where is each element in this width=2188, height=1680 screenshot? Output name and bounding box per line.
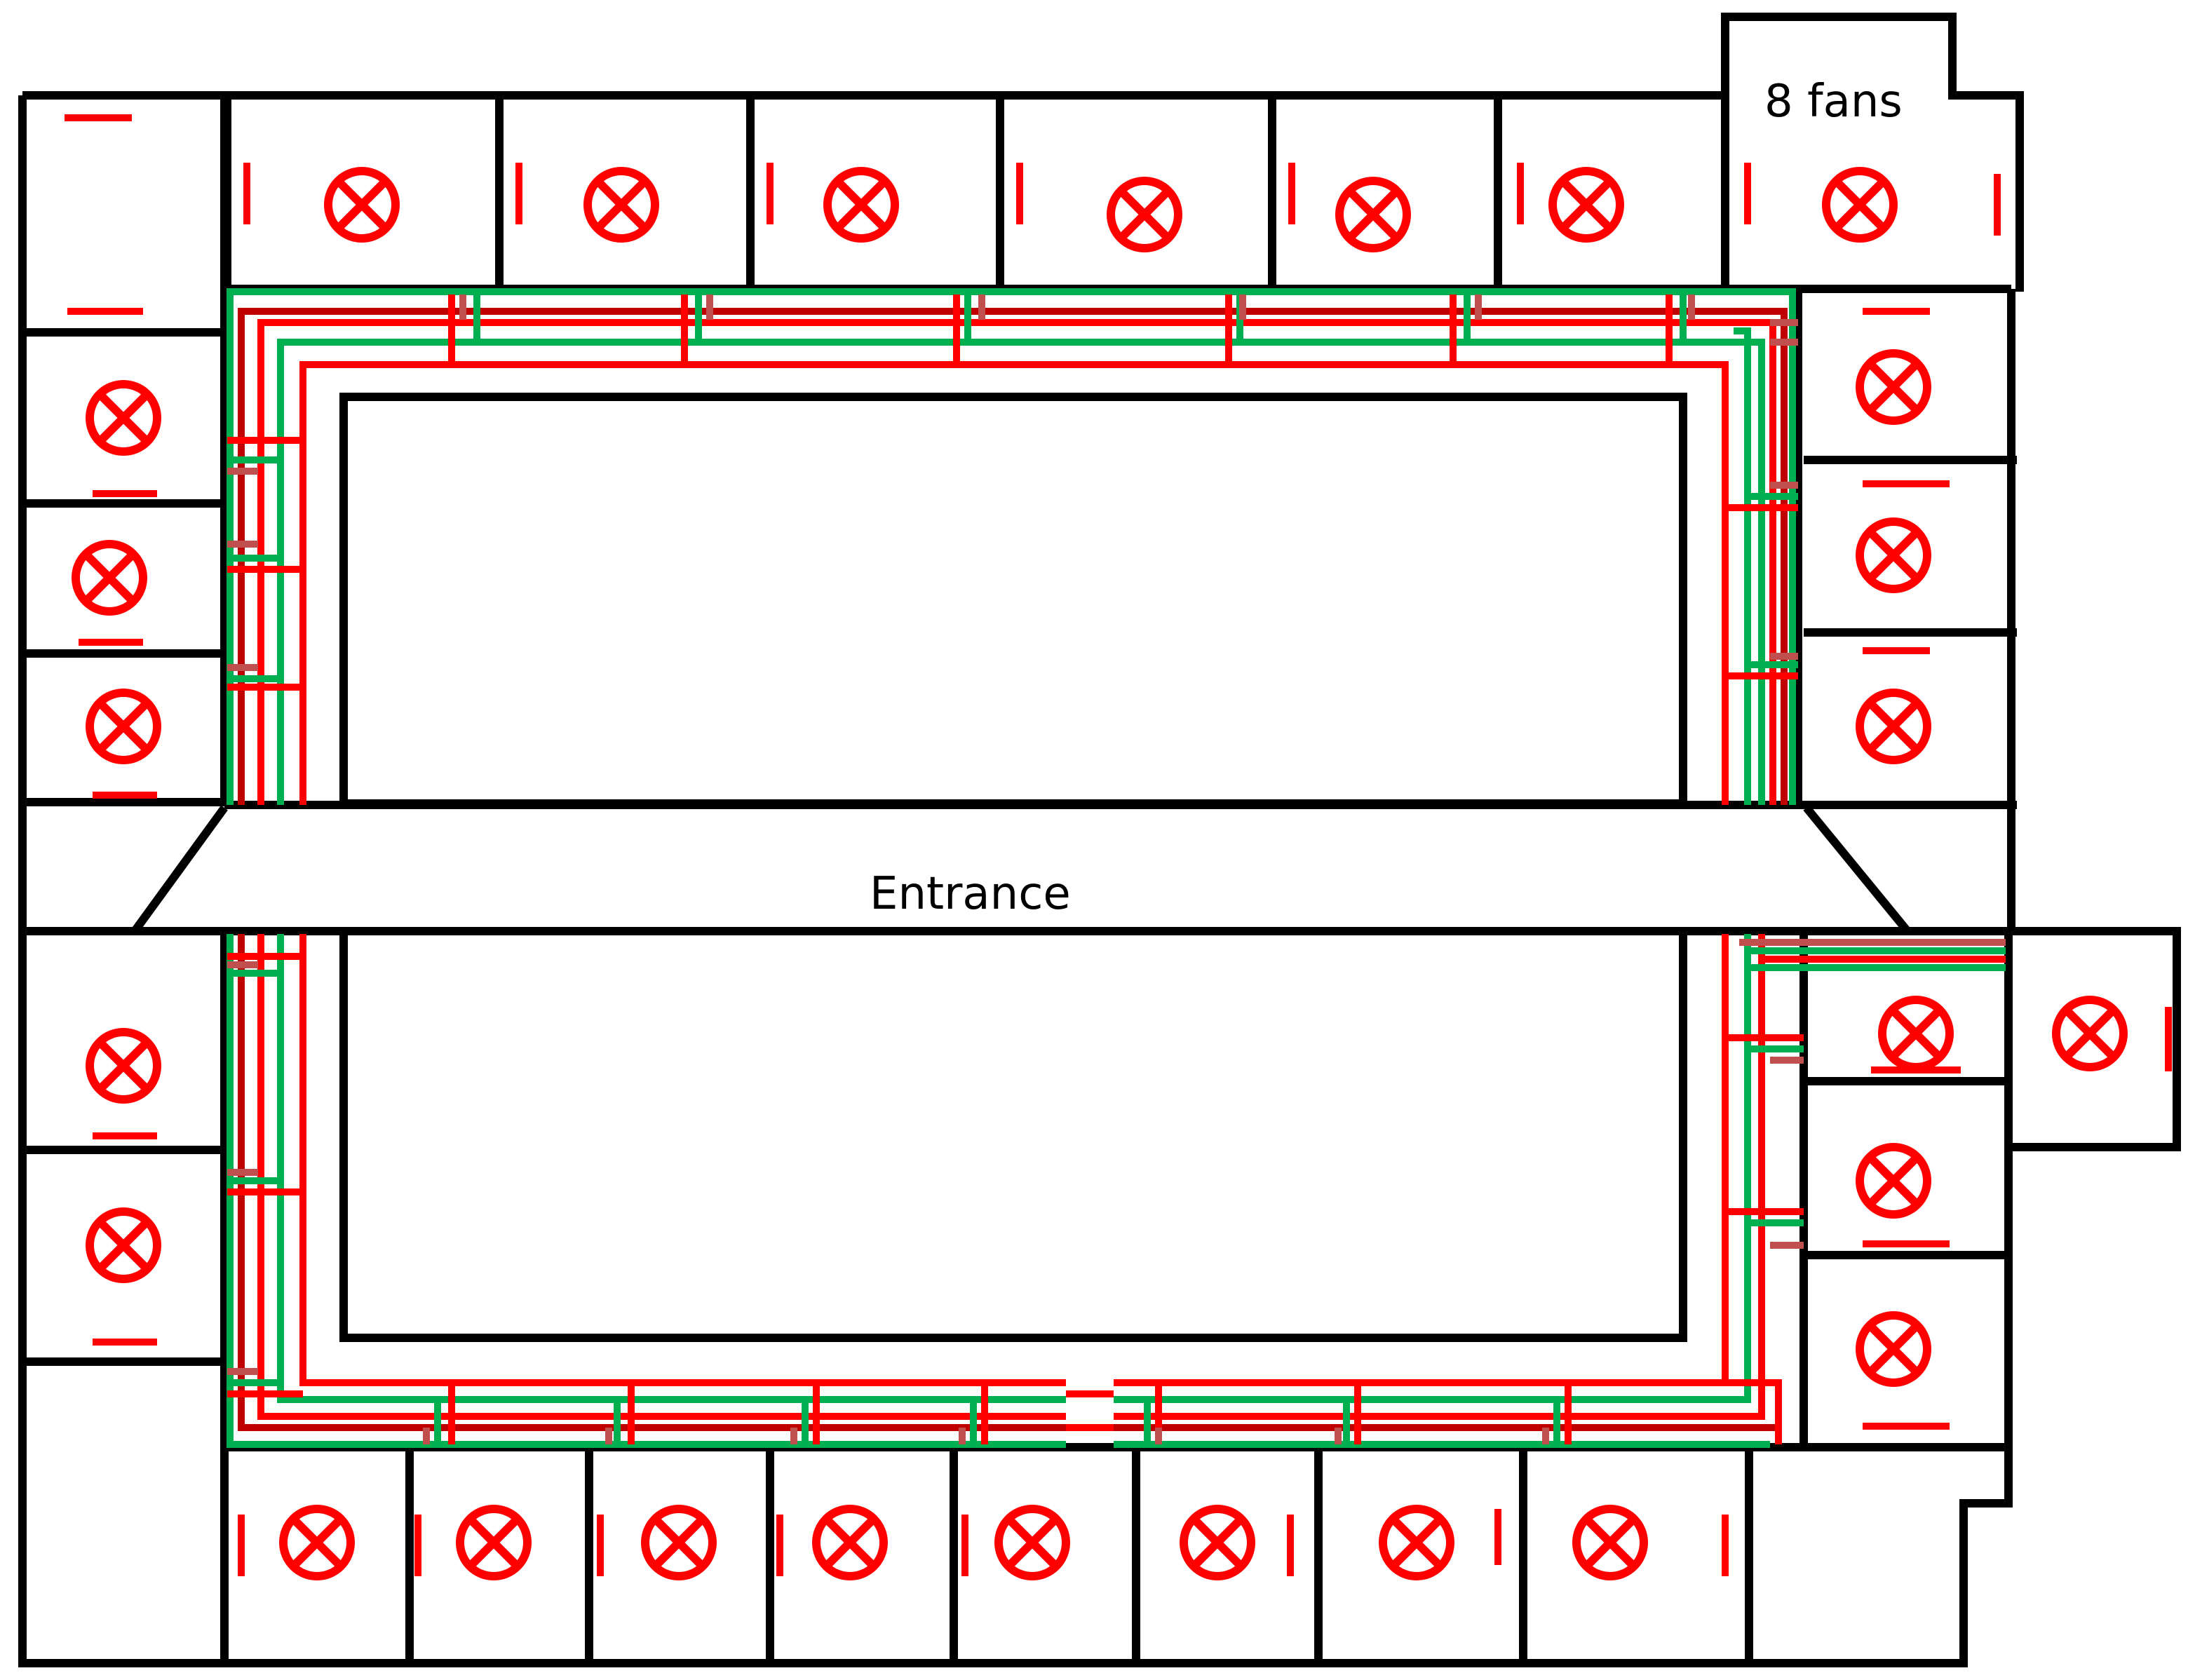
circle-cross-icon	[1882, 1000, 1950, 1067]
circle-cross-icon	[328, 171, 396, 238]
circle-cross-icon	[2056, 1000, 2123, 1067]
circle-cross-icon	[1826, 171, 1893, 238]
circle-cross-icon	[460, 1509, 527, 1576]
wiring	[227, 288, 2006, 1448]
fans-label: 8 fans	[1764, 76, 1903, 128]
circle-cross-icon	[1111, 181, 1178, 248]
circle-cross-icon	[1860, 522, 1927, 589]
circle-cross-icon	[1184, 1509, 1251, 1576]
light-fixtures	[76, 171, 2123, 1576]
circle-cross-icon	[90, 384, 157, 452]
circle-cross-icon	[90, 693, 157, 760]
circle-cross-icon	[1576, 1509, 1644, 1576]
circle-cross-icon	[828, 171, 895, 238]
circle-cross-icon	[588, 171, 655, 238]
circle-cross-icon	[1860, 1147, 1927, 1214]
circle-cross-icon	[76, 544, 143, 611]
circle-cross-icon	[1860, 1315, 1927, 1383]
circle-cross-icon	[999, 1509, 1066, 1576]
switch-marks	[65, 114, 2172, 1576]
circle-cross-icon	[816, 1509, 884, 1576]
circle-cross-icon	[90, 1212, 157, 1279]
walls	[18, 13, 2181, 1667]
circle-cross-icon	[1860, 693, 1927, 760]
entrance-label: Entrance	[870, 868, 1071, 920]
circle-cross-icon	[1383, 1509, 1450, 1576]
circle-cross-icon	[1553, 171, 1620, 238]
circle-cross-icon	[1860, 353, 1927, 421]
circle-cross-icon	[1339, 181, 1407, 248]
circle-cross-icon	[645, 1509, 713, 1576]
circle-cross-icon	[283, 1509, 351, 1576]
circle-cross-icon	[90, 1032, 157, 1099]
